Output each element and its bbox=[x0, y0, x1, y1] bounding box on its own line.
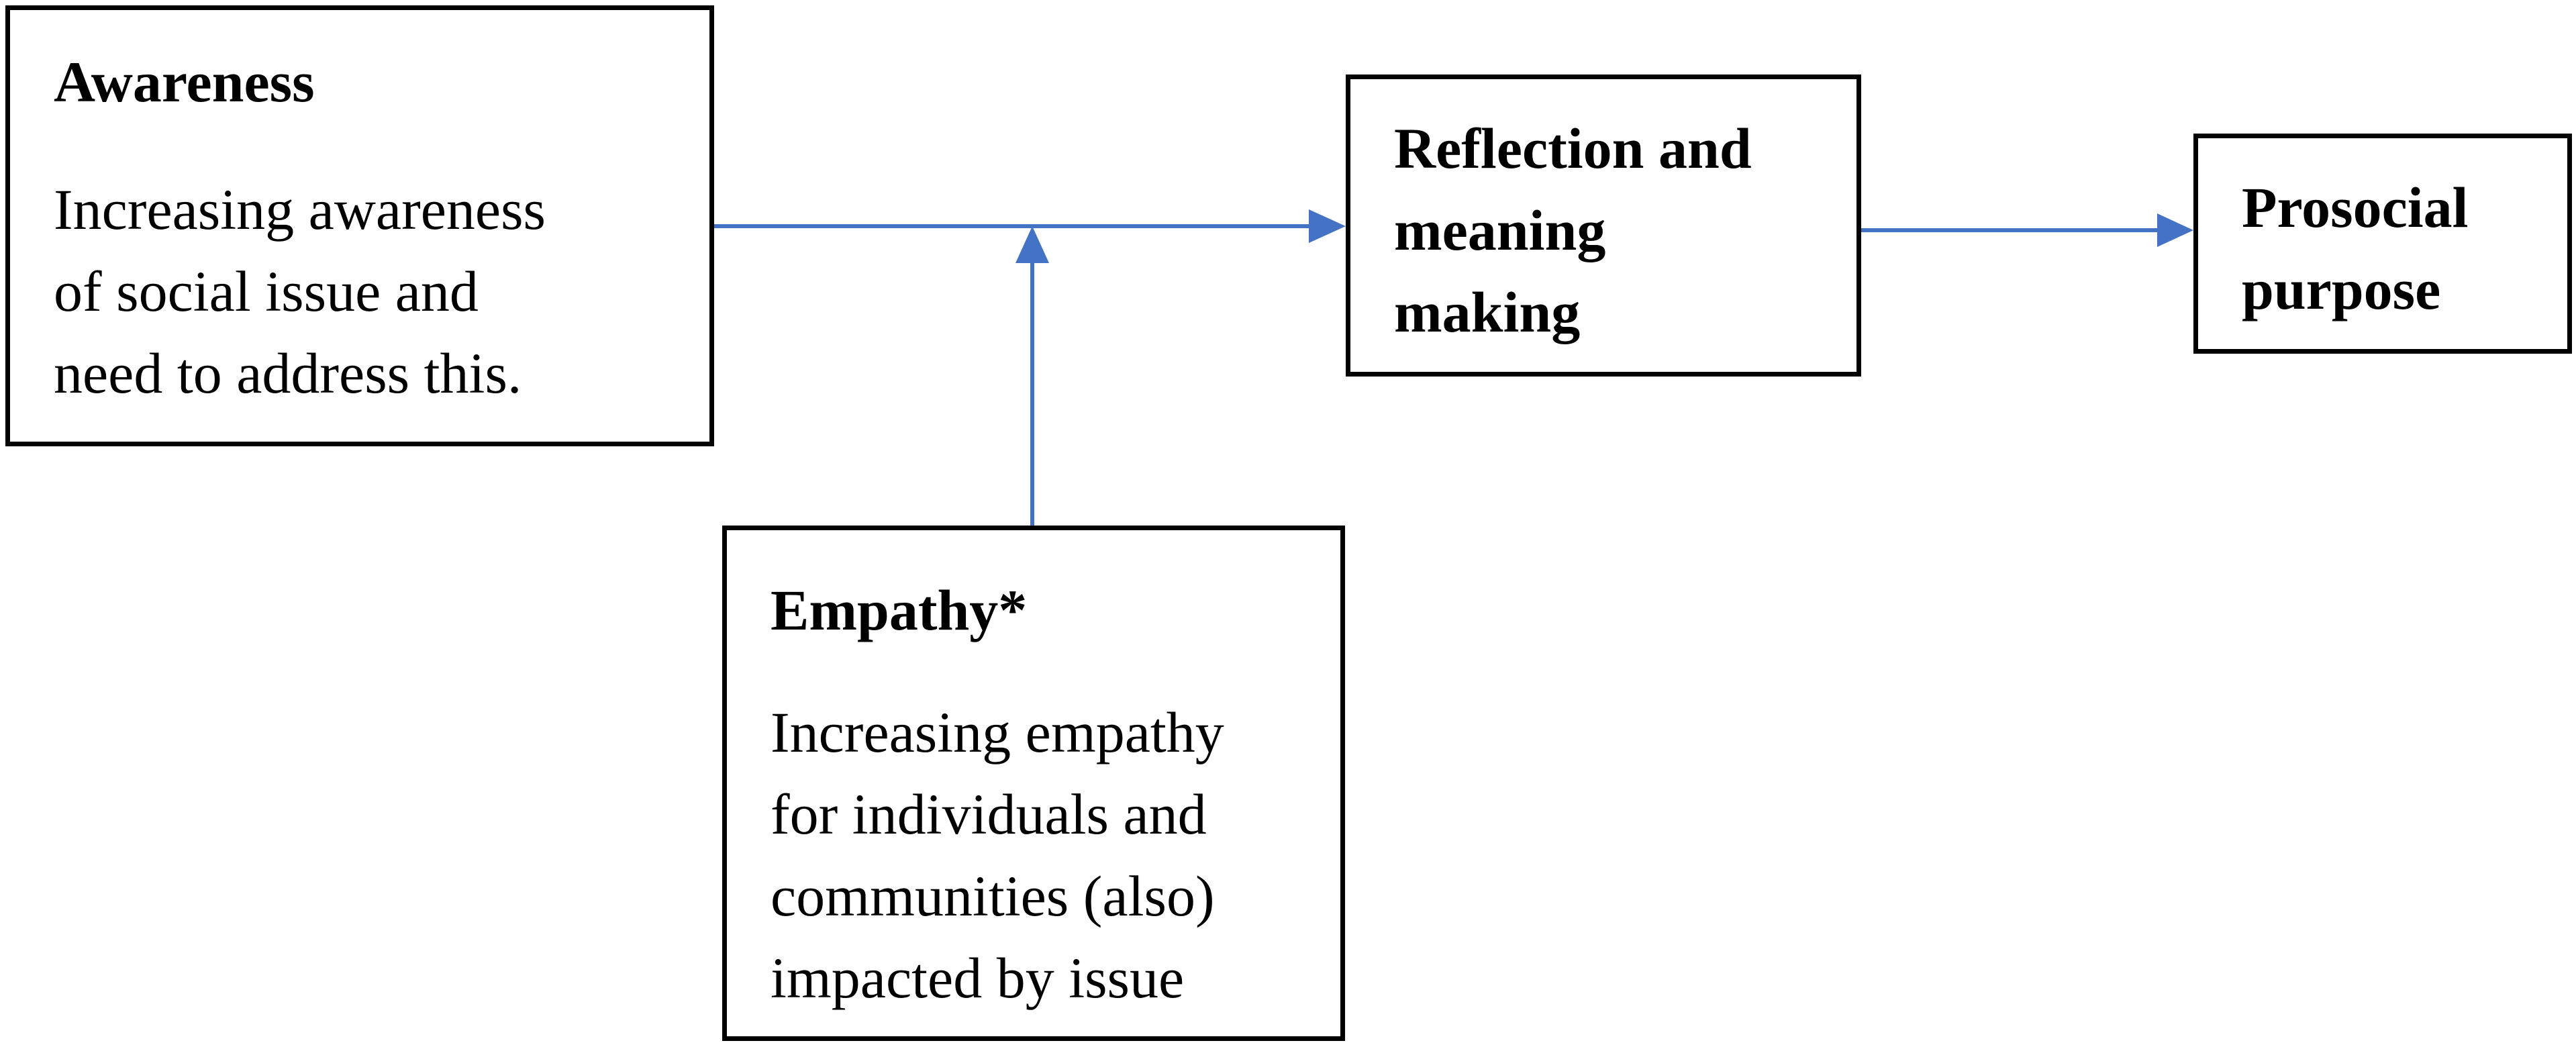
empathy-title: Empathy* bbox=[771, 578, 1028, 642]
prosocial-node: Prosocial purpose bbox=[2193, 134, 2572, 354]
empathy-line: for individuals and bbox=[771, 782, 1207, 846]
awareness-line: Increasing awareness bbox=[54, 177, 546, 242]
prosocial-title: Prosocial purpose bbox=[2242, 166, 2469, 330]
awareness-line: of social issue and bbox=[54, 259, 479, 324]
prosocial-line: Prosocial bbox=[2242, 175, 2469, 240]
empathy-line: impacted by issue bbox=[771, 946, 1185, 1010]
reflection-title: Reflection and meaning making bbox=[1394, 107, 1752, 353]
awareness-line: need to address this. bbox=[54, 341, 522, 405]
reflection-line: making bbox=[1394, 280, 1581, 344]
arrowhead-prosocial bbox=[2157, 213, 2193, 247]
reflection-line: meaning bbox=[1394, 198, 1606, 262]
reflection-node: Reflection and meaning making bbox=[1346, 74, 1861, 377]
arrowhead-moderator bbox=[1015, 226, 1049, 263]
reflection-line: Reflection and bbox=[1394, 116, 1752, 181]
empathy-line: communities (also) bbox=[771, 864, 1215, 928]
awareness-description: Increasing awareness of social issue and… bbox=[54, 168, 546, 414]
awareness-title: Awareness bbox=[54, 50, 315, 114]
empathy-line: Increasing empathy bbox=[771, 700, 1224, 764]
arrowhead-reflection bbox=[1309, 209, 1346, 243]
empathy-node: Empathy* Increasing empathy for individu… bbox=[722, 526, 1345, 1041]
awareness-node: Awareness Increasing awareness of social… bbox=[5, 5, 714, 446]
empathy-description: Increasing empathy for individuals and c… bbox=[771, 691, 1224, 1019]
prosocial-line: purpose bbox=[2242, 257, 2441, 321]
